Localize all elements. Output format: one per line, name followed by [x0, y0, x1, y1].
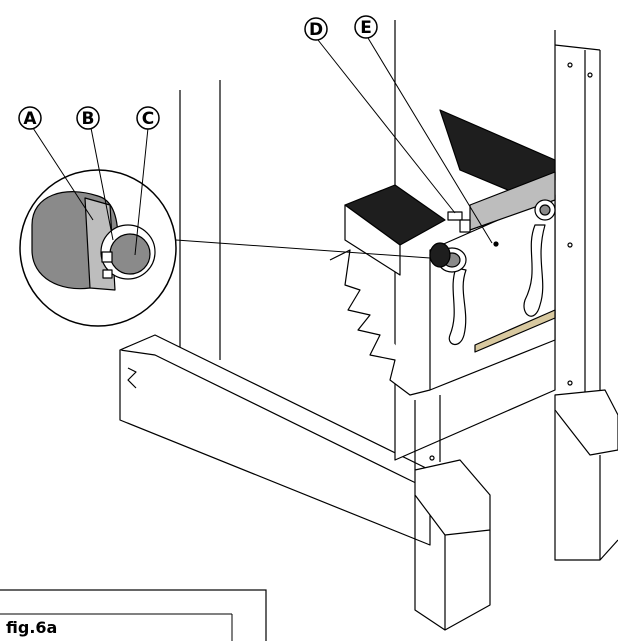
caption-box: fig.6a	[0, 589, 267, 641]
callout-b: B	[76, 106, 100, 130]
callout-d: D	[304, 17, 328, 41]
valve-fitting	[447, 211, 471, 233]
front-mechanism-panel	[429, 171, 556, 391]
callout-c: C	[136, 106, 160, 130]
svg-text:A: A	[23, 109, 37, 129]
svg-text:B: B	[82, 109, 95, 129]
svg-text:C: C	[142, 109, 154, 129]
support-leg-right	[554, 389, 618, 561]
callout-e: E	[354, 15, 378, 39]
pipe-connector	[429, 242, 467, 273]
svg-text:D: D	[309, 20, 323, 40]
figure-caption: fig.6a	[6, 618, 57, 637]
callout-a: A	[18, 106, 42, 130]
leader-lines	[32, 37, 493, 259]
cabinet-left-edges	[179, 80, 221, 360]
support-leg-front	[414, 395, 491, 631]
drum-housing	[329, 184, 446, 396]
svg-text:E: E	[360, 18, 372, 38]
magnifier-detail	[19, 169, 177, 327]
base-beam	[119, 334, 431, 546]
